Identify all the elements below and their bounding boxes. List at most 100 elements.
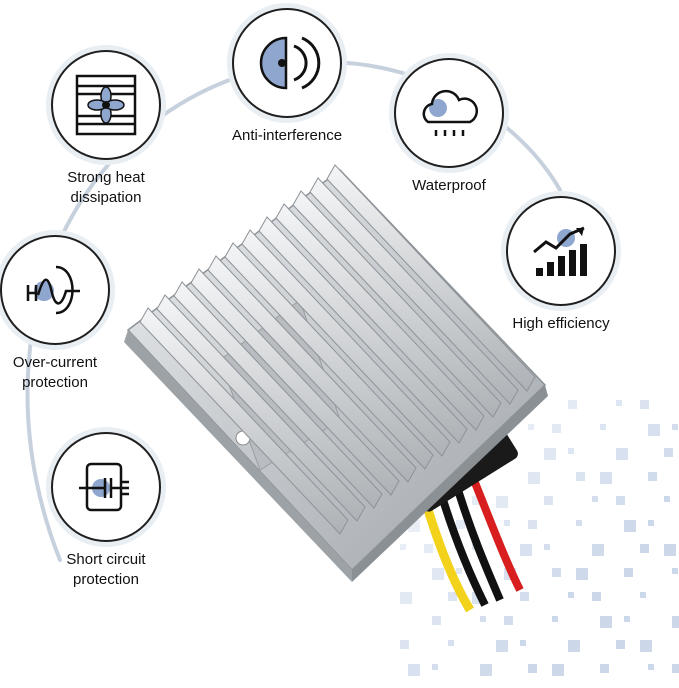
dot <box>480 664 492 676</box>
heatsink-fin <box>173 281 383 509</box>
dot <box>520 544 532 556</box>
fan-grille-icon <box>75 74 137 136</box>
dot <box>472 496 481 505</box>
dot <box>448 640 454 646</box>
feature-label: Waterproof <box>412 177 486 194</box>
feature-label: Short circuit protection <box>66 551 146 588</box>
dot <box>400 544 406 550</box>
dot <box>456 568 462 574</box>
dot <box>600 664 609 673</box>
dot <box>568 400 577 409</box>
heatsink-fin <box>326 164 536 392</box>
dot <box>592 544 604 556</box>
dot <box>520 640 526 646</box>
dot <box>592 592 601 601</box>
heatsink-fin <box>309 177 519 405</box>
badge-circle <box>394 58 504 168</box>
feature-anti-interference: Anti-interference <box>232 8 342 146</box>
dot <box>568 448 574 454</box>
heatsink-fins <box>139 164 536 535</box>
dot <box>672 664 679 673</box>
feature-short-circuit: Short circuit protection <box>51 432 161 590</box>
feature-label: Strong heat dissipation <box>67 169 145 206</box>
capacitor-circuit-icon <box>79 462 129 512</box>
heatsink-fin <box>156 294 366 522</box>
heatsink-fin <box>224 242 434 470</box>
badge-circle <box>51 50 161 160</box>
dot <box>552 424 561 433</box>
dot <box>640 544 649 553</box>
dot <box>552 664 564 676</box>
dot <box>640 640 652 652</box>
dot <box>552 568 561 577</box>
dot <box>568 592 574 598</box>
dot <box>624 520 636 532</box>
heatsink-fin <box>241 229 451 457</box>
dot <box>520 592 529 601</box>
current-wave-icon <box>26 265 80 315</box>
feature-over-current: Over-current protection <box>0 235 110 393</box>
dot <box>640 400 649 409</box>
feature-label: Over-current protection <box>12 354 98 391</box>
heatsink-fin <box>139 307 349 535</box>
dot <box>664 448 673 457</box>
dot <box>616 400 622 406</box>
dot <box>528 520 537 529</box>
dot <box>592 496 598 502</box>
dot <box>576 568 588 580</box>
heatsink-fin <box>258 216 468 444</box>
dot <box>568 640 580 652</box>
heatsink-fin <box>207 255 417 483</box>
feature-label: High efficiency <box>512 315 610 332</box>
dot <box>648 472 657 481</box>
dot <box>424 544 433 553</box>
dot <box>664 496 670 502</box>
dot <box>616 448 628 460</box>
dot <box>616 496 625 505</box>
dot <box>400 592 412 604</box>
dot <box>448 592 457 601</box>
dot <box>544 544 550 550</box>
dot <box>600 472 612 484</box>
dot <box>504 520 510 526</box>
dot <box>672 424 678 430</box>
dot <box>408 664 420 676</box>
feature-high-efficiency: High efficiency <box>506 196 616 334</box>
dot <box>528 664 537 673</box>
feature-label: Anti-interference <box>232 127 343 144</box>
dot <box>672 616 679 628</box>
dot <box>496 496 508 508</box>
signal-shield-icon <box>259 36 321 90</box>
dot <box>432 568 444 580</box>
dot <box>432 616 441 625</box>
dot <box>552 616 558 622</box>
badge-circle <box>0 235 110 345</box>
dot <box>640 592 646 598</box>
dot <box>544 448 556 460</box>
heatsink-fin <box>190 268 400 496</box>
dot <box>496 640 508 652</box>
heatsink-fin <box>292 190 502 418</box>
dot <box>480 616 486 622</box>
dot <box>616 640 625 649</box>
dot <box>544 496 553 505</box>
dot <box>648 664 654 670</box>
badge-circle <box>506 196 616 306</box>
dot <box>648 424 660 436</box>
dot <box>528 424 534 430</box>
heatsink-fin <box>275 203 485 431</box>
dot <box>400 640 409 649</box>
dot <box>432 664 438 670</box>
dot <box>576 472 585 481</box>
rain-cloud-icon <box>422 89 479 136</box>
dot <box>456 520 465 529</box>
badge-circle <box>51 432 161 542</box>
badge-circle <box>232 8 343 118</box>
dot <box>624 568 633 577</box>
dot <box>528 472 540 484</box>
dot <box>672 568 678 574</box>
dot <box>504 616 513 625</box>
bar-chart-trend-icon <box>533 226 587 276</box>
